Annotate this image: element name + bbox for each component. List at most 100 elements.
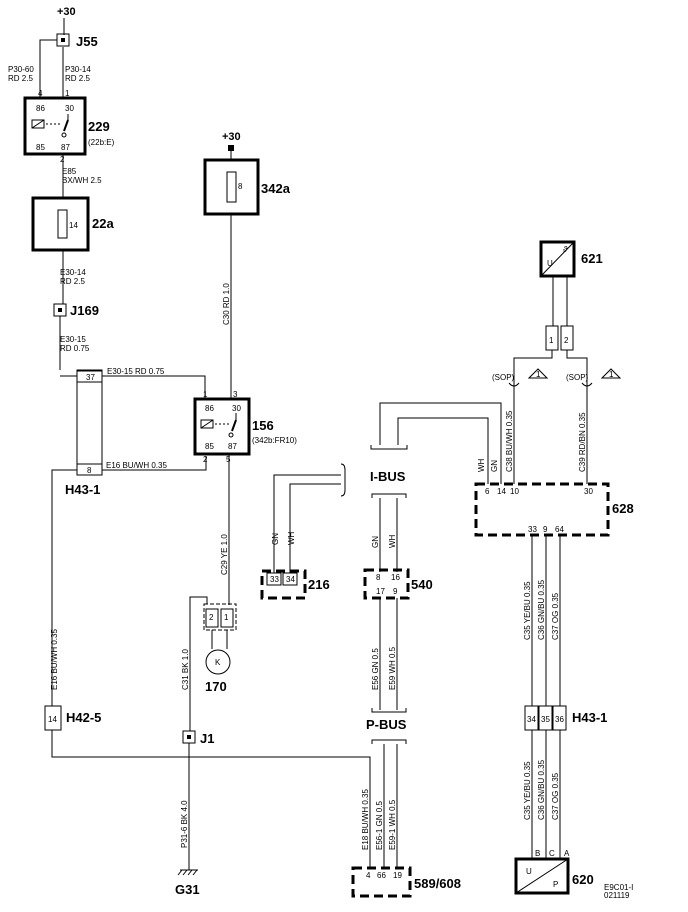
sensor-620-u: U [526,867,532,876]
relay-229 [23,96,87,156]
pin-label: C [549,849,555,858]
supply-label-top: +30 [57,6,76,18]
wire-label-rd25b: RD 2.5 [65,74,90,83]
wire-label-c36: C36 GN/BU 0.35 [537,579,546,640]
wire-label-e30-14: E30-14 [60,268,86,277]
relay-156-switch [231,419,237,432]
junction-j1-label: J1 [200,731,214,746]
pin-label: 64 [555,525,564,534]
pin-label: 8 [238,182,243,191]
pin-label: 2 [60,155,65,164]
wire-e30-15-b [102,375,206,399]
wire-label-c36b: C36 GN/BU 0.35 [537,759,546,820]
sop-break-2 [581,382,593,387]
wire-label-540-wh: WH [388,534,397,548]
pin-label: B [535,849,540,858]
relay-156-coil-slash [200,419,214,429]
wire-label-e16a: E16 BU/WH 0.35 [106,461,167,470]
fuse-342a-label: 342a [261,181,291,196]
bus-label-pbus: P-BUS [366,717,407,732]
pin-170-1 [220,608,234,628]
sensor-621-label: 621 [581,251,603,266]
wire-label-e59: E59 WH 0.5 [388,646,397,690]
junction-j55-dot [61,38,65,42]
pin-label: 1 [224,613,229,622]
pin-label: 30 [232,404,241,413]
relay-229-coil-slash [31,119,45,129]
pin-label: 33 [270,575,279,584]
pin-170-2 [205,608,219,628]
sensor-621-diagonal [540,241,575,277]
relay-229-terminal [61,132,67,138]
wire-label-p30-60: P30-60 [8,65,34,74]
relay-156-terminal [228,432,234,438]
sensor-621-u: U [547,259,553,268]
sensor-621-symbol: ϑ [563,245,568,254]
relay-229-switch [63,119,69,132]
wire-c39 [566,350,588,484]
pin-label: 4 [366,871,371,880]
motor-170-label: 170 [205,679,227,694]
pin-label: 1 [65,89,70,98]
connector-216 [260,569,307,600]
wire-e16-vertical [51,469,77,706]
wire-e18-bottom [51,730,371,868]
bus-label-ibus: I-BUS [370,469,406,484]
wire-label-c31: C31 BK 1.0 [181,649,190,690]
sop-label-1: (SOP) [492,373,515,382]
wire-j55-229-pin4 [39,39,57,98]
wire-216-gn [273,474,341,573]
wire-label-c29: C29 YE 1.0 [220,534,229,575]
wire-c31 [189,596,208,731]
wire-label-c37: C37 OG 0.35 [551,592,560,640]
pin-label: 9 [393,587,398,596]
pin-label: 2 [203,455,208,464]
wire-label-e30-15b: E30-15 RD 0.75 [107,367,165,376]
pin-label: 34 [527,715,536,724]
module-628 [474,482,610,537]
fuse-342a [203,158,260,216]
pin-label: 35 [541,715,550,724]
wire-label-p30-14: P30-14 [65,65,91,74]
junction-j169-label: J169 [70,303,99,318]
pin-label: 3 [233,390,238,399]
connector-589-608 [351,866,412,898]
wire-label-bxwh: BX/WH 2.5 [62,176,102,185]
ground-hatch [187,869,193,876]
sop-break-1 [508,382,520,387]
wire-label-e56: E56 GN 0.5 [371,648,380,690]
fuse-22a-element [57,209,68,239]
connector-540 [363,568,410,600]
wire-label-c37b: C37 OG 0.35 [551,772,560,820]
pin-label: 1 [203,390,208,399]
wire-label-rd25c: RD 2.5 [60,277,85,286]
fuse-342a-element [226,171,237,203]
wire-label-628-gn: GN [490,460,499,472]
supply-terminal [228,145,234,151]
connector-h43-1-left-label: H43-1 [65,482,100,497]
fuse-22a-label: 22a [92,216,114,231]
supply-label-mid: +30 [222,131,241,143]
module-628-label: 628 [612,501,634,516]
junction-j169-dot [58,308,62,312]
pin-label: 30 [65,104,74,113]
ground-hatch [182,869,188,876]
connector-h42-5 [44,705,62,731]
footer-code-1: E9C01-I [604,883,633,892]
pin-label: 30 [584,487,593,496]
pin-label: 2 [209,613,214,622]
wire-c38 [513,350,553,484]
sop-label-2: (SOP) [566,373,589,382]
bus-bracket-pbus-bottom [371,739,407,744]
ground-hatch [192,869,198,876]
relay-229-label: 229 [88,119,110,134]
pin-label: 33 [528,525,537,534]
motor-label: K [215,658,221,667]
pin-label: 16 [391,573,400,582]
wire-e16-a [102,456,207,471]
wire-ibus-gn-628 [379,402,502,484]
pin-label: 8 [376,573,381,582]
pin-label: 14 [497,487,506,496]
wire-label-e16v: E16 BU/WH 0.35 [50,629,59,690]
pin-label: 6 [485,487,490,496]
